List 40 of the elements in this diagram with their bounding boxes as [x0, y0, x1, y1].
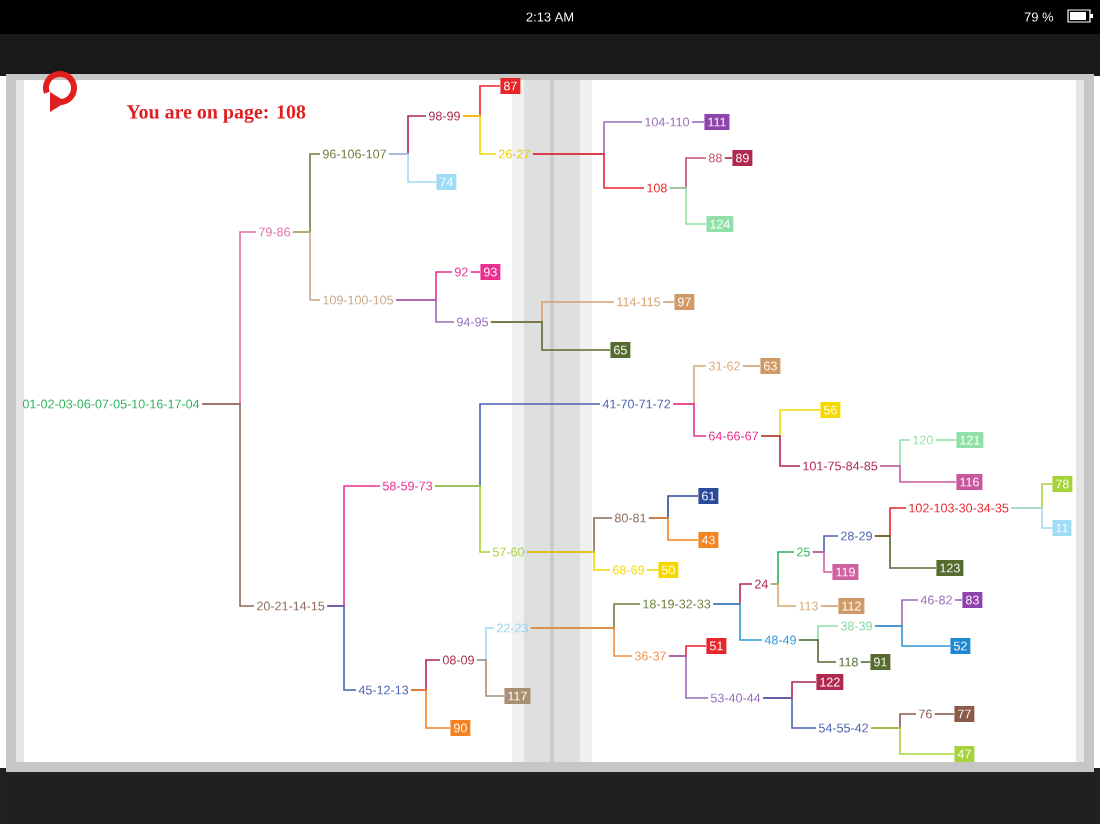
connector-line — [469, 271, 481, 273]
connector-line — [462, 115, 497, 155]
connector-line — [811, 551, 833, 573]
connector-line — [410, 689, 451, 729]
connector-line — [388, 153, 437, 183]
connector-line — [476, 659, 505, 697]
connector-line — [742, 365, 761, 367]
connector-line — [762, 697, 817, 729]
connector-line — [668, 187, 707, 225]
connector-line — [434, 485, 491, 553]
connector-line — [1010, 507, 1053, 529]
connector-line — [526, 551, 611, 571]
connector-line — [672, 403, 707, 437]
connector-line — [879, 465, 957, 483]
connector-line — [874, 625, 951, 647]
connector-line — [662, 301, 675, 303]
connector-line — [934, 439, 957, 441]
page-title: You are on page: 108 — [126, 105, 306, 123]
connector-line — [530, 627, 633, 657]
connector-line — [292, 231, 321, 301]
connector-line — [326, 605, 357, 691]
connector-line — [646, 569, 659, 571]
connector-line — [668, 655, 709, 699]
connector-line — [723, 157, 733, 159]
connector-line — [490, 321, 611, 351]
connector-line — [648, 517, 699, 541]
connector-line — [712, 603, 763, 641]
connector-line — [870, 727, 955, 755]
connector-line — [860, 661, 871, 663]
connector-line — [874, 535, 937, 569]
connector-line — [395, 299, 455, 323]
connector-line — [954, 599, 963, 601]
connector-line — [820, 605, 839, 607]
connector-line — [760, 435, 801, 467]
connector-line — [201, 403, 255, 607]
connector-line — [691, 121, 705, 123]
connector-line — [798, 639, 837, 663]
connector-line — [769, 583, 797, 607]
connector-line — [532, 153, 645, 189]
connector-line — [933, 713, 955, 715]
